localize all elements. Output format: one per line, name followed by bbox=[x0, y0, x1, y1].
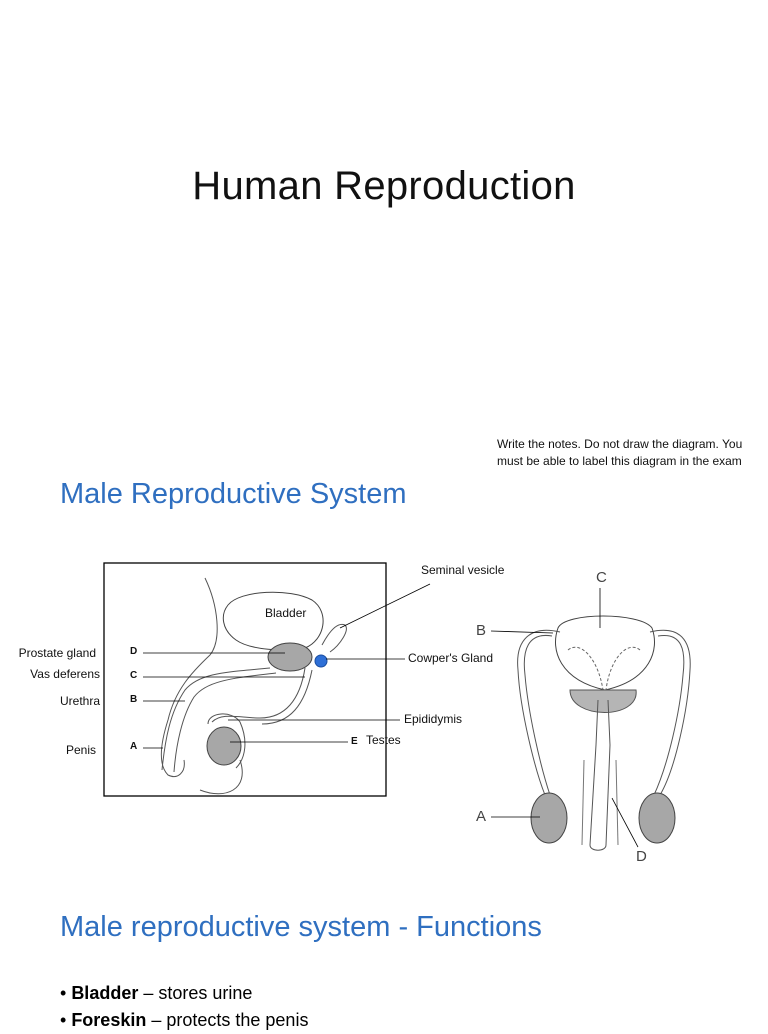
label-prostate-gland: Prostate gland bbox=[18, 646, 96, 660]
diagram1-letter-b: B bbox=[130, 694, 138, 705]
label-penis: Penis bbox=[65, 743, 96, 757]
label-cowpers-gland: Cowper's Gland bbox=[408, 651, 493, 665]
diagram2-letter-b: B bbox=[476, 622, 487, 639]
diagram2-letter-d: D bbox=[636, 848, 647, 865]
function-term: Bladder bbox=[71, 983, 139, 1003]
label-testes: Testes bbox=[366, 733, 401, 747]
function-desc: – protects the penis bbox=[146, 1010, 309, 1030]
label-vas-deferens: Vas deferens bbox=[30, 667, 100, 681]
label-epididymis: Epididymis bbox=[404, 712, 463, 726]
page-title: Human Reproduction bbox=[192, 164, 576, 208]
functions-list: • Bladder – stores urine • Foreskin – pr… bbox=[60, 980, 760, 1034]
diagram1-letter-a: A bbox=[130, 741, 138, 752]
label-seminal-vesicle: Seminal vesicle bbox=[421, 563, 505, 577]
function-term: Foreskin bbox=[71, 1010, 147, 1030]
diagram2-letter-c: C bbox=[596, 569, 607, 586]
list-item: • Bladder – stores urine bbox=[60, 983, 253, 1003]
diagram1-letter-c: C bbox=[130, 670, 138, 681]
diagram2-letter-a: A bbox=[476, 808, 487, 825]
diagram1-letter-e: E bbox=[351, 736, 358, 747]
label-urethra: Urethra bbox=[59, 694, 100, 708]
instruction-note: Write the notes. Do not draw the diagram… bbox=[497, 437, 743, 468]
diagram1-letter-d: D bbox=[130, 646, 138, 657]
section-heading-male-system: Male Reproductive System bbox=[60, 478, 407, 510]
list-item: • Foreskin – protects the penis bbox=[60, 1010, 309, 1030]
section-heading-functions: Male reproductive system - Functions bbox=[60, 911, 542, 943]
function-desc: – stores urine bbox=[138, 983, 253, 1003]
label-bladder: Bladder bbox=[265, 606, 307, 620]
